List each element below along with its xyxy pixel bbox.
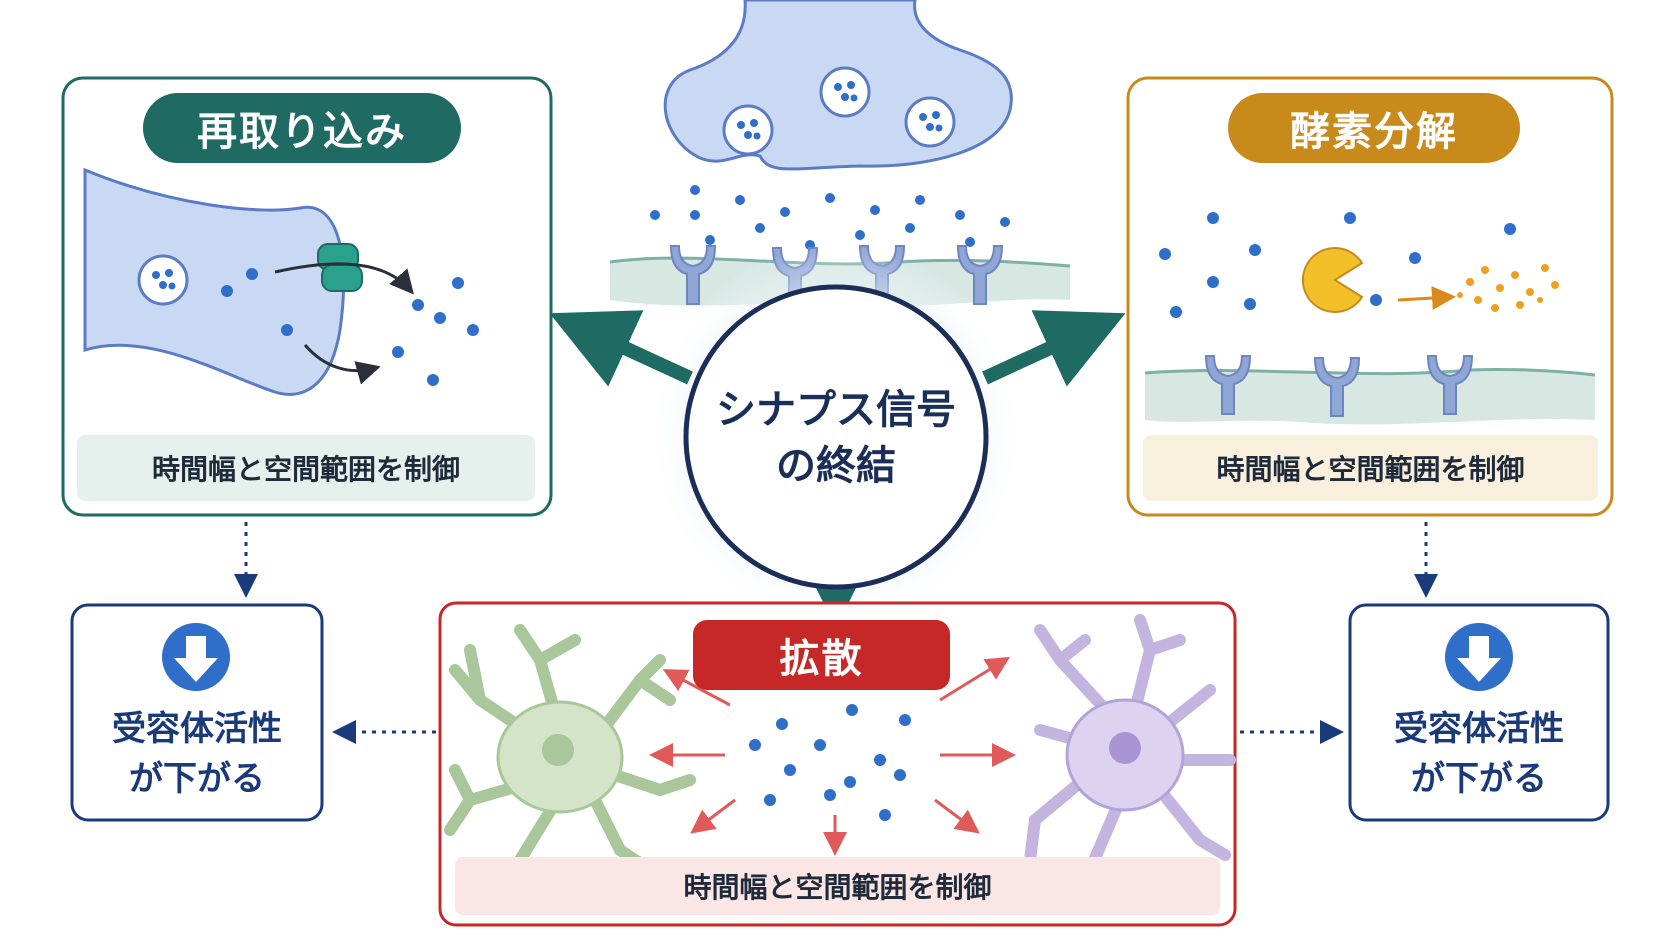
center-title: シナプス信号 の終結	[690, 375, 982, 501]
down-arrow-icon	[1445, 623, 1513, 691]
enzyme-caption: 時間幅と空間範囲を制御	[1216, 453, 1525, 486]
reuptake-caption: 時間幅と空間範囲を制御	[151, 453, 460, 486]
center-circle	[683, 284, 989, 590]
vesicle-icon	[904, 96, 956, 148]
diffusion-title-pill	[693, 620, 950, 690]
effect-right-text: 受容体活性 が下がる	[1350, 700, 1608, 808]
vesicle-icon	[819, 66, 871, 118]
reuptake-title-pill	[143, 93, 461, 163]
arrow-to-enzyme	[982, 310, 1126, 387]
down-arrow-icon	[162, 623, 230, 691]
diffusion-panel	[438, 601, 1237, 927]
presynaptic-terminal	[663, 0, 1013, 171]
vesicle-icon	[137, 254, 189, 306]
diffusion-title: 拡散	[779, 636, 864, 682]
effect-right-line1: 受容体活性	[1394, 709, 1564, 749]
enzyme-pacman-icon	[1301, 247, 1364, 313]
reuptake-panel	[61, 76, 553, 517]
diffusion-caption: 時間幅と空間範囲を制御	[683, 871, 992, 904]
enzyme-title-pill	[1228, 93, 1520, 163]
effect-left-line2: が下がる	[129, 759, 265, 799]
effect-right-panel	[1348, 603, 1610, 822]
vesicle-icon	[722, 104, 774, 156]
effect-left-text: 受容体活性 が下がる	[72, 700, 322, 808]
enzyme-caption-band	[1143, 435, 1598, 501]
reuptake-caption-band	[77, 435, 535, 501]
enzyme-title: 酵素分解	[1290, 109, 1458, 155]
effect-right-line2: が下がる	[1411, 759, 1547, 799]
diffusion-caption-band	[455, 857, 1220, 915]
neurotransmitter-cloud	[650, 185, 1010, 250]
center-title-line2: の終結	[776, 443, 896, 489]
arrow-to-reuptake	[549, 310, 693, 387]
enzyme-panel	[1126, 76, 1614, 517]
effect-left-line1: 受容体活性	[112, 709, 282, 749]
transporter-icon	[317, 243, 363, 292]
center-title-line1: シナプス信号	[716, 387, 956, 433]
reuptake-title: 再取り込み	[197, 109, 407, 155]
neuron-icon	[1024, 614, 1236, 876]
effect-left-panel	[70, 603, 324, 822]
